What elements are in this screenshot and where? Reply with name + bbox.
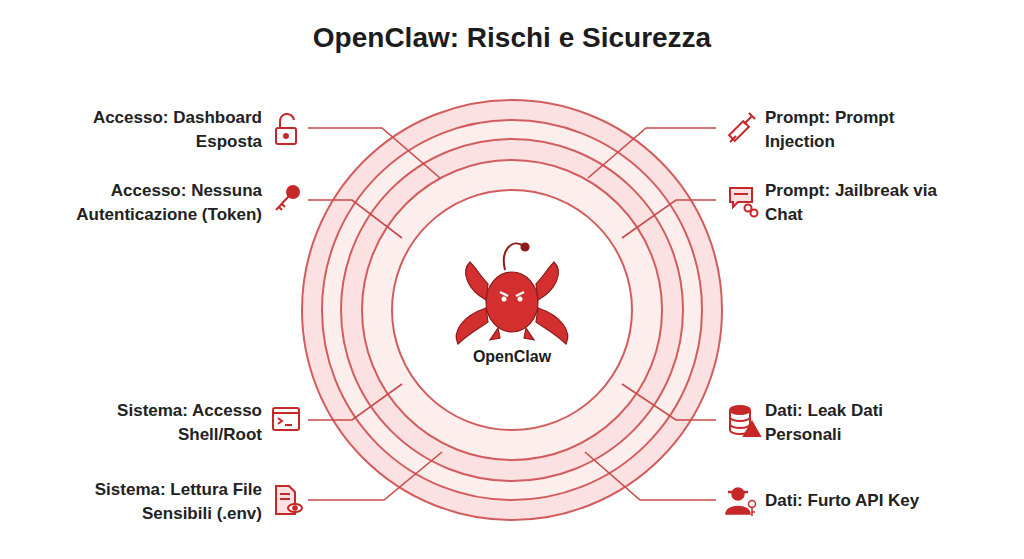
risk-label: Prompt: Prompt Injection [765, 106, 955, 154]
risk-label: Dati: Leak Dati Personali [765, 399, 960, 447]
risk-label: Accesso: Dashboard Esposta [47, 106, 262, 154]
chat-link-icon [730, 188, 758, 217]
syringe-icon [729, 113, 755, 142]
terminal-icon [273, 408, 299, 430]
leader-lines [308, 128, 716, 500]
risk-label: Sistema: Lettura File Sensibili (.env) [47, 478, 262, 526]
document-eye-icon [276, 486, 302, 514]
risk-label: Prompt: Jailbreak via Chat [765, 179, 960, 227]
diagram-title: OpenClaw: Rischi e Sicurezza [0, 22, 1024, 54]
center-circle: OpenClaw [392, 190, 632, 430]
database-warning-icon [730, 406, 760, 436]
key-icon [276, 186, 299, 210]
risk-label: Sistema: Accesso Shell/Root [47, 399, 262, 447]
risk-label: Accesso: Nessuna Autenticazione (Token) [47, 179, 262, 227]
risk-label: Dati: Furto API Key [765, 489, 960, 513]
concentric-rings [302, 100, 722, 520]
thief-key-icon [726, 488, 756, 516]
lobster-icon [456, 243, 567, 344]
lock-icon [276, 114, 296, 144]
node-label: OpenClaw [473, 348, 551, 366]
